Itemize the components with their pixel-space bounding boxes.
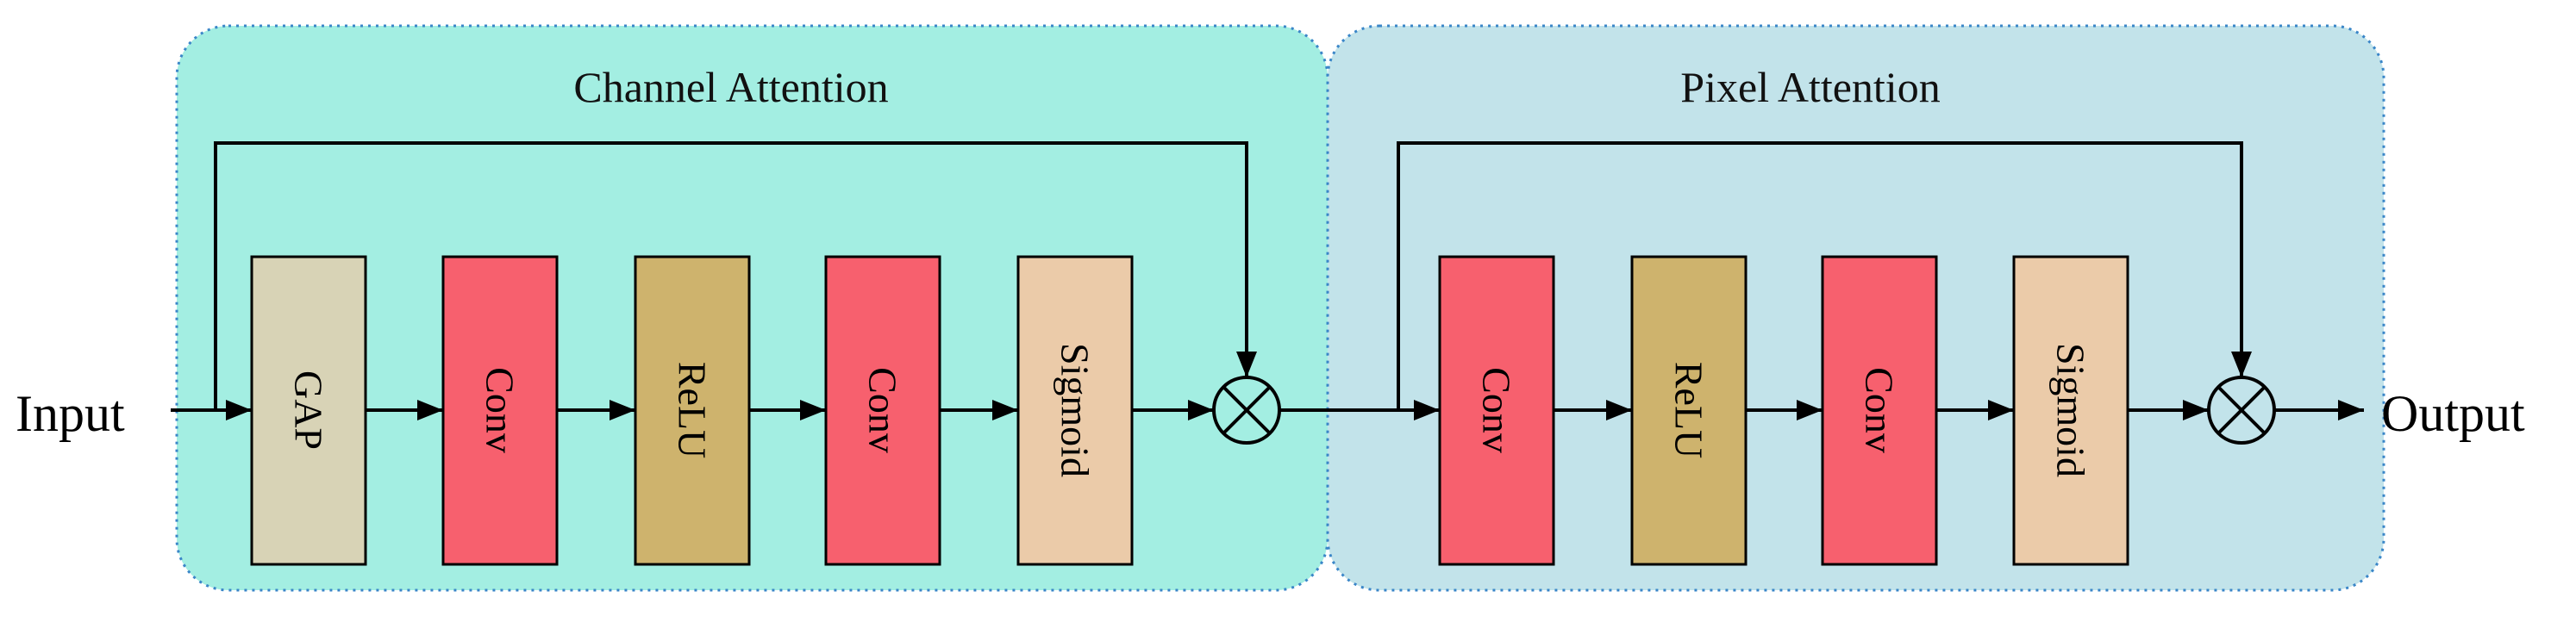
svg-text:GAP: GAP [287, 370, 331, 450]
svg-text:Conv: Conv [1858, 367, 1902, 453]
svg-text:Sigmoid: Sigmoid [2049, 343, 2093, 477]
pixel-attention-title: Pixel Attention [1680, 63, 1940, 111]
channel-skip-connection [214, 141, 1257, 410]
channel-gap-block: GAP [250, 255, 367, 566]
channel-relu-block: ReLU [634, 255, 751, 566]
channel-sigmoid-block: Sigmoid [1016, 255, 1134, 566]
pixel-skip-connection [1397, 141, 2252, 410]
pixel-conv-block-1: Conv [1438, 255, 1555, 566]
input-label: Input [16, 385, 125, 442]
channel-conv-block-1: Conv [441, 255, 559, 566]
svg-text:Conv: Conv [1475, 367, 1519, 453]
channel-attention-title: Channel Attention [573, 63, 888, 111]
pixel-conv-block-2: Conv [1821, 255, 1938, 566]
svg-text:Conv: Conv [861, 367, 905, 453]
channel-conv-block-2: Conv [824, 255, 941, 566]
pixel-relu-block: ReLU [1630, 255, 1748, 566]
output-label: Output [2381, 385, 2525, 442]
pixel-sigmoid-block: Sigmoid [2012, 255, 2129, 566]
svg-text:Sigmoid: Sigmoid [1054, 343, 1097, 477]
svg-text:Conv: Conv [478, 367, 522, 453]
svg-text:ReLU: ReLU [1667, 362, 1711, 458]
svg-text:ReLU: ReLU [671, 362, 715, 458]
